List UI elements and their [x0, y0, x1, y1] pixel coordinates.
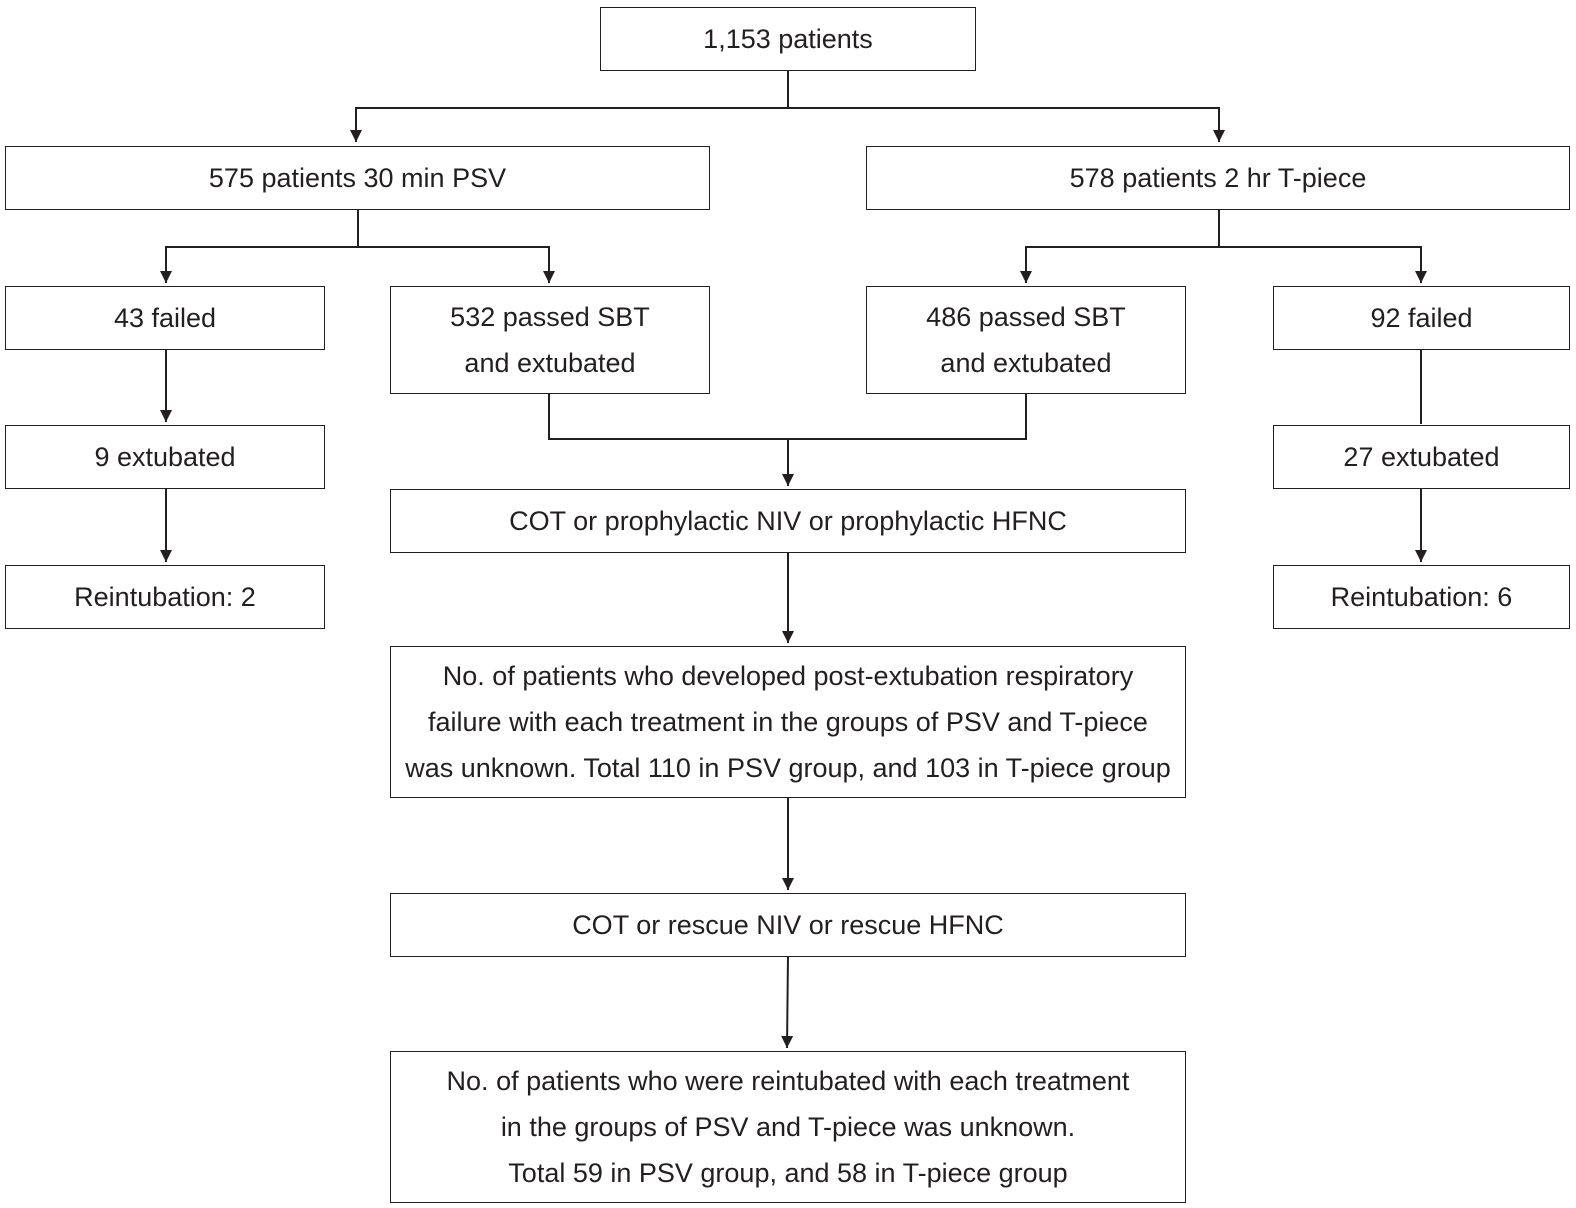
- connector-rescue-to-reintubated: [781, 954, 794, 1049]
- post-extubation-failure-line-2: failure with each treatment in the group…: [428, 707, 1148, 737]
- psv-failed-extubated-line-1: 9 extubated: [94, 442, 236, 472]
- psv-passed-line-2: and extubated: [464, 348, 636, 378]
- rescue-box: COT or rescue NIV or rescue HFNC: [390, 893, 1186, 957]
- connector-psv-split: [160, 210, 359, 283]
- tpiece-group-box: 578 patients 2 hr T-piece: [866, 146, 1570, 210]
- psv-reintubation-box: Reintubation: 2: [5, 565, 325, 629]
- tpiece-reintubation-line-1: Reintubation: 6: [1330, 582, 1513, 612]
- reintubated-line-3: Total 59 in PSV group, and 58 in T-piece…: [508, 1158, 1068, 1188]
- prophylactic-line-1: COT or prophylactic NIV or prophylactic …: [509, 506, 1067, 536]
- tpiece-passed-line-1: 486 passed SBT: [926, 302, 1126, 332]
- psv-passed-box: 532 passed SBT and extubated: [390, 286, 710, 394]
- tpiece-reintubation-box: Reintubation: 6: [1273, 565, 1570, 629]
- psv-reintubation-line-1: Reintubation: 2: [74, 582, 256, 612]
- psv-passed-line-1: 532 passed SBT: [450, 302, 650, 332]
- connector-tpiece-split: [1020, 210, 1220, 283]
- connector-psv-to-passed: [358, 246, 555, 283]
- root-line-1: 1,153 patients: [703, 24, 873, 54]
- psv-group-box: 575 patients 30 min PSV: [5, 146, 710, 210]
- tpiece-failed-line-1: 92 failed: [1370, 303, 1473, 333]
- post-extubation-failure-line-3: was unknown. Total 110 in PSV group, and…: [405, 753, 1171, 783]
- connector-passed-merge: [548, 393, 1027, 440]
- psv-group-line-1: 575 patients 30 min PSV: [208, 163, 507, 193]
- tpiece-passed-line-2: and extubated: [940, 348, 1112, 378]
- post-extubation-failure-line-1: No. of patients who developed post-extub…: [442, 661, 1134, 691]
- tpiece-failed-extubated-box: 27 extubated: [1273, 425, 1570, 489]
- connector-root-split: [350, 70, 789, 142]
- reintubated-line-2: in the groups of PSV and T-piece was unk…: [500, 1112, 1076, 1142]
- psv-failed-line-1: 43 failed: [113, 303, 217, 333]
- tpiece-passed-box: 486 passed SBT and extubated: [866, 286, 1186, 394]
- prophylactic-box: COT or prophylactic NIV or prophylactic …: [390, 489, 1186, 553]
- psv-failed-box: 43 failed: [5, 286, 325, 350]
- connector-tpiece-to-failed: [1219, 246, 1427, 283]
- psv-failed-extubated-box: 9 extubated: [5, 425, 325, 489]
- tpiece-failed-extubated-line-1: 27 extubated: [1343, 442, 1500, 472]
- post-extubation-failure-box: No. of patients who developed post-extub…: [390, 646, 1186, 798]
- tpiece-failed-box: 92 failed: [1273, 286, 1570, 350]
- reintubated-box: No. of patients who were reintubated wit…: [390, 1051, 1186, 1203]
- connector-root-to-tpiece: [788, 107, 1225, 142]
- tpiece-group-line-1: 578 patients 2 hr T-piece: [1069, 163, 1367, 193]
- rescue-line-1: COT or rescue NIV or rescue HFNC: [572, 910, 1004, 940]
- reintubated-line-1: No. of patients who were reintubated wit…: [446, 1066, 1130, 1096]
- root-box: 1,153 patients: [600, 7, 976, 71]
